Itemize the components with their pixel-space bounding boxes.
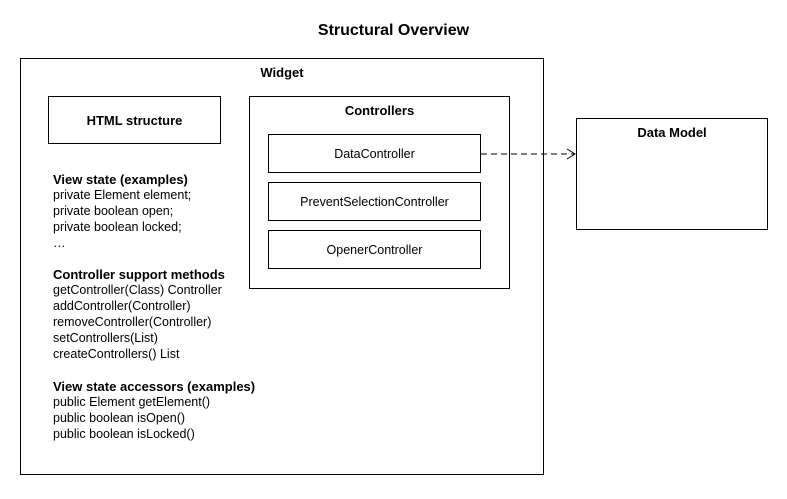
section-line: createControllers() List: [53, 347, 180, 361]
data-controller-label: DataController: [334, 146, 415, 161]
widget-label: Widget: [260, 65, 304, 80]
connector-arrowhead-icon: [566, 148, 576, 160]
data-model-box: Data Model: [576, 118, 768, 230]
section-heading: View state (examples): [53, 172, 188, 187]
section-line: public boolean isOpen(): [53, 411, 186, 425]
section-line: private boolean locked;: [53, 220, 182, 234]
section-heading: View state accessors (examples): [53, 379, 256, 394]
section-line: getController(Class) Controller: [53, 283, 222, 297]
section-heading: Controller support methods: [53, 267, 225, 282]
section-line: private Element element;: [53, 188, 192, 202]
section-line: setControllers(List): [53, 331, 158, 345]
html-structure-label: HTML structure: [86, 112, 183, 128]
controllers-label: Controllers: [344, 103, 415, 118]
view-state-accessors-section: View state accessors (examples) public E…: [53, 379, 255, 442]
opener-controller-box: OpenerController: [268, 230, 481, 269]
controller-support-section: Controller support methods getController…: [53, 267, 225, 362]
data-controller-box: DataController: [268, 134, 481, 173]
section-line: public Element getElement(): [53, 395, 211, 409]
section-line: …: [53, 236, 66, 250]
prevent-selection-controller-label: PreventSelectionController: [300, 194, 449, 209]
section-line: private boolean open;: [53, 204, 174, 218]
section-line: removeController(Controller): [53, 315, 212, 329]
view-state-section: View state (examples) private Element el…: [53, 172, 191, 251]
diagram-title: Structural Overview: [317, 22, 470, 39]
opener-controller-label: OpenerController: [326, 242, 423, 257]
section-line: addController(Controller): [53, 299, 191, 313]
section-line: public boolean isLocked(): [53, 427, 195, 441]
html-structure-box: HTML structure: [48, 96, 221, 144]
prevent-selection-controller-box: PreventSelectionController: [268, 182, 481, 221]
data-model-label: Data Model: [637, 125, 707, 140]
